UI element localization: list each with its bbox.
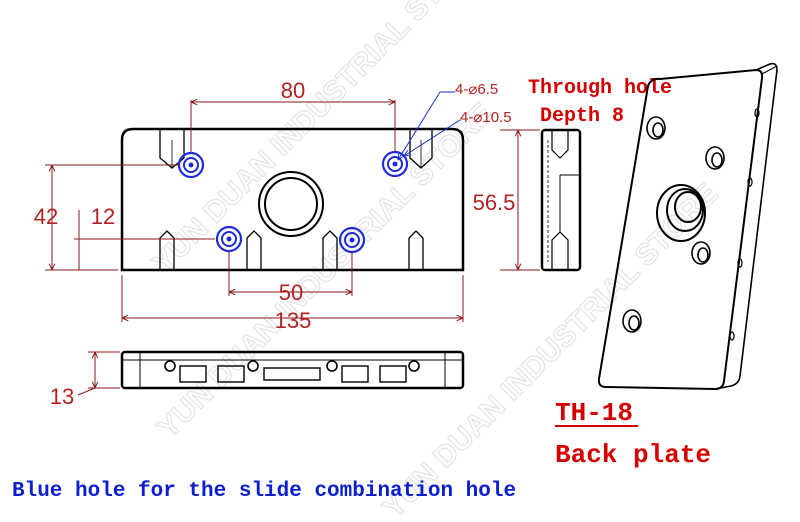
bottom-view <box>120 350 465 390</box>
side-view <box>540 128 582 272</box>
side-dimension-lines <box>500 130 540 270</box>
blue-holes <box>177 150 409 254</box>
dim-top-spacing: 80 <box>281 78 305 103</box>
counterbore-spec: 4-⌀10.5 <box>460 109 512 126</box>
dim-bottom-spacing: 50 <box>279 280 303 305</box>
dimension-lines <box>45 100 463 322</box>
bottom-holes <box>164 360 420 372</box>
bottom-plate-outline <box>120 350 465 390</box>
note-blue-hole: Blue hole for the slide combination hole <box>12 480 516 503</box>
callout-leaders <box>398 91 461 160</box>
watermark: YUN DUAN INDUSTRIAL STORE <box>377 177 725 522</box>
through-hole-label: Through hole <box>528 77 672 100</box>
iso-counterbores <box>622 116 725 333</box>
counterbore-label: Depth 8 <box>540 105 624 128</box>
iso-front-face <box>597 68 764 391</box>
isometric-view <box>597 62 778 391</box>
dim-lower-offset: 12 <box>91 204 115 229</box>
iso-side-holes <box>729 108 760 341</box>
blue-hole <box>381 150 409 178</box>
bottom-pockets <box>179 365 407 383</box>
central-boss-outer <box>258 171 324 237</box>
front-plate-outline <box>120 127 465 272</box>
dim-thickness: 13 <box>50 384 74 409</box>
part-model: TH-18 <box>555 398 633 428</box>
part-name: Back plate <box>555 440 711 470</box>
blue-hole <box>215 225 243 253</box>
through-hole-spec: 4-⌀6.5 <box>455 81 498 98</box>
thickness-dimension-lines <box>77 352 120 396</box>
bottom-slots <box>159 230 424 270</box>
iso-side-face <box>714 62 778 390</box>
central-boss-inner <box>264 177 318 231</box>
side-plate-outline <box>540 128 582 272</box>
dim-side-height: 56.5 <box>473 190 516 215</box>
dim-overall-height: 42 <box>34 204 58 229</box>
dim-overall-width: 135 <box>275 308 312 333</box>
blue-hole <box>177 151 205 179</box>
iso-boss <box>656 184 706 242</box>
front-view <box>120 127 465 272</box>
